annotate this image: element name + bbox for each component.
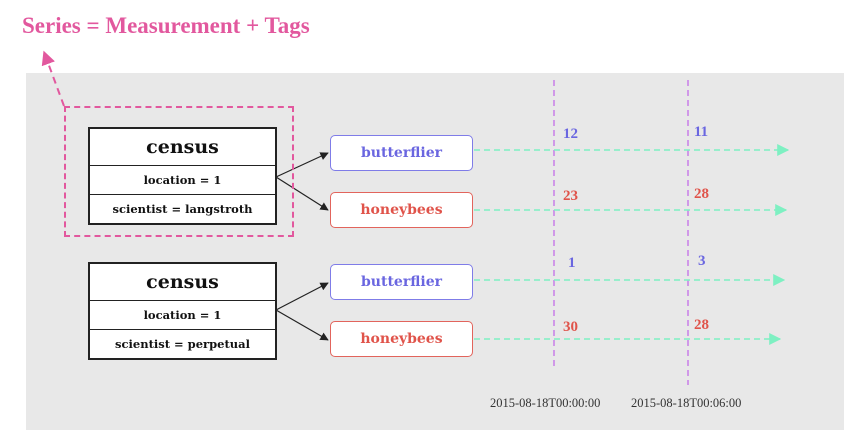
- measurement-box-1: census location = 1 scientist = langstro…: [88, 127, 277, 225]
- field-box-honeybees-2: honeybees: [330, 321, 473, 357]
- tag-location: location = 1: [90, 166, 275, 195]
- series-highlight-box: [64, 106, 294, 237]
- connector-arrow: [275, 309, 329, 341]
- connector-arrow: [275, 176, 329, 211]
- field-box-honeybees-1: honeybees: [330, 192, 473, 228]
- value-label: 1: [568, 255, 576, 271]
- value-label: 11: [694, 124, 709, 140]
- tag-location: location = 1: [90, 301, 275, 330]
- connector-arrow: [275, 282, 329, 311]
- tag-scientist: scientist = langstroth: [112, 202, 253, 216]
- diagram-title: Series = Measurement + Tags: [22, 13, 310, 38]
- value-label: 12: [563, 126, 578, 142]
- measurement-name: census: [90, 129, 275, 166]
- measurement-name: census: [90, 264, 275, 301]
- title-pointer-arrow: [41, 50, 65, 107]
- connector-arrow: [275, 152, 329, 178]
- value-label: 23: [563, 188, 578, 204]
- tag-scientist: scientist = perpetual: [115, 337, 250, 351]
- value-label: 28: [694, 317, 709, 333]
- timestamp-label-2: 2015-08-18T00:06:00: [631, 396, 742, 410]
- field-box-butterflier-2: butterflier: [330, 264, 473, 300]
- value-label: 30: [563, 319, 578, 335]
- field-box-butterflier-1: butterflier: [330, 135, 473, 171]
- value-label: 28: [694, 186, 709, 202]
- measurement-box-2: census location = 1 scientist = perpetua…: [88, 262, 277, 360]
- value-label: 3: [698, 253, 706, 269]
- timestamp-label-1: 2015-08-18T00:00:00: [490, 396, 601, 410]
